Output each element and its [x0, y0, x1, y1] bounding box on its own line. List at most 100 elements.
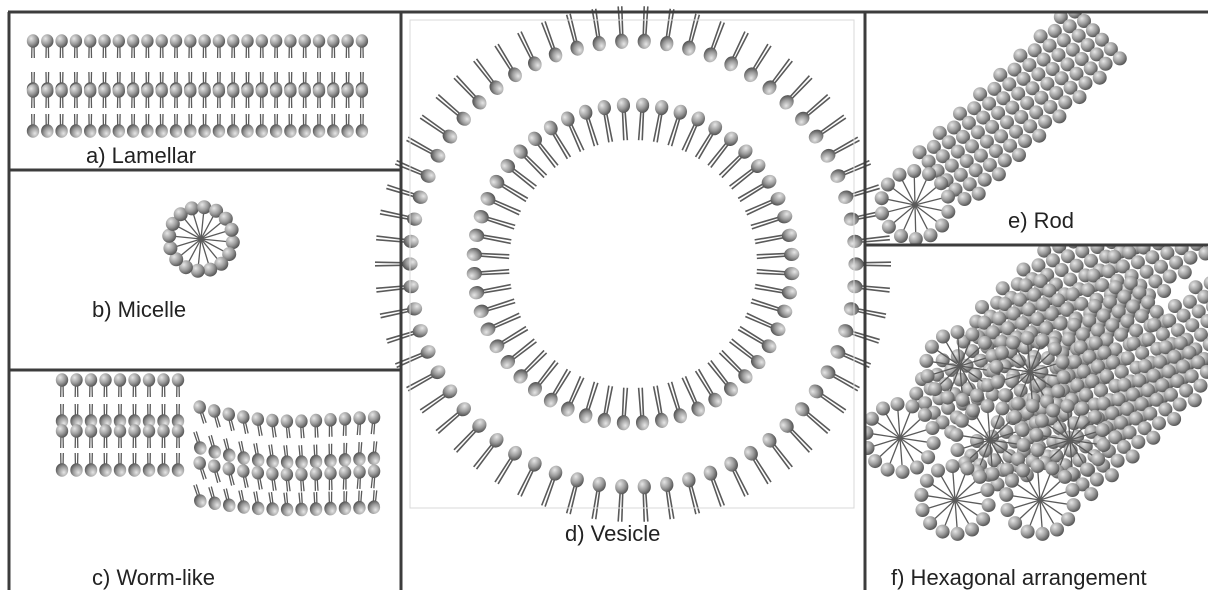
lipid-molecule [299, 114, 311, 138]
lipid-molecule [198, 84, 210, 108]
lipid-molecule [56, 453, 68, 477]
rod-end-head [881, 178, 895, 192]
lipid-molecule [367, 490, 382, 515]
hex-cylinder-head [1178, 265, 1192, 279]
lipid-molecule [55, 114, 67, 138]
lipid-molecule [170, 34, 182, 58]
lipid-molecule [204, 485, 223, 511]
lipid-molecule [172, 424, 184, 448]
lipid-molecule [313, 84, 325, 108]
lipid-molecule [241, 84, 253, 108]
rod-end-head [934, 176, 948, 190]
lipid-molecule [157, 453, 169, 477]
vesicle-inner-lipid [754, 227, 798, 248]
rod-end-head [924, 228, 938, 242]
hex-cylinder-head [1079, 206, 1093, 220]
lipid-molecule [27, 84, 39, 108]
vesicle-outer-lipid [451, 416, 490, 456]
lipid-molecule [55, 84, 67, 108]
lipid-molecule [170, 84, 182, 108]
lipid-molecule [184, 34, 196, 58]
hex-cylinder-end-head [951, 527, 965, 541]
rod-end-head [941, 205, 955, 219]
hex-cylinder-end-head [919, 354, 933, 368]
lipid-molecule [141, 34, 153, 58]
vesicle-outer-lipid [491, 443, 525, 486]
lipid-molecule [41, 34, 53, 58]
vesicle-outer-lipid [417, 382, 460, 417]
rod-tail [915, 205, 916, 233]
vesicle-outer-lipid [722, 29, 753, 73]
hex-cylinder-end-head [951, 443, 965, 457]
hex-cylinder-head [1149, 212, 1163, 226]
vesicle-outer-lipid [537, 464, 564, 509]
lipid-molecule [324, 413, 337, 437]
lipid-molecule [204, 434, 223, 460]
hex-cylinder-end-head [896, 465, 910, 479]
hex-cylinder-end-head [1021, 331, 1035, 345]
lipid-molecule [189, 430, 208, 456]
lipid-molecule [280, 414, 295, 439]
lipid-molecule [279, 492, 294, 517]
hex-cylinder-end-head [981, 399, 995, 413]
lipid-molecule [264, 491, 280, 516]
vesicle-outer-lipid [760, 56, 796, 98]
lipid-molecule [127, 84, 139, 108]
rod-head [1032, 129, 1046, 143]
lipid-molecule [256, 114, 268, 138]
vesicle-outer-lipid [681, 13, 704, 58]
hex-cylinder-end-head [1067, 498, 1081, 512]
vesicle-bilayer-ring [375, 6, 891, 522]
rod-head [978, 173, 992, 187]
lipid-molecule [366, 464, 381, 489]
rod-tail [915, 205, 928, 230]
vesicle-outer-lipid [562, 13, 585, 58]
hex-cylinder-head [1094, 202, 1108, 216]
hex-cylinder-end-head [1035, 333, 1049, 347]
hex-cylinder-head [1090, 473, 1104, 487]
lipid-molecule [213, 34, 225, 58]
hex-cylinder-end-head [1001, 503, 1015, 517]
lipid-molecule [270, 114, 282, 138]
lipid-molecule [85, 373, 97, 397]
hex-cylinder-end-head [936, 525, 950, 539]
rod-head [1018, 134, 1032, 148]
hex-cylinder-end-head [978, 336, 992, 350]
hex-cylinder-end-head [1061, 399, 1075, 413]
vesicle-inner-lipid [649, 99, 670, 143]
vesicle-outer-lipid [792, 399, 833, 437]
lipid-molecule [234, 489, 251, 515]
lipid-molecule [338, 412, 351, 436]
rod-head [1113, 51, 1127, 65]
lipid-molecule [251, 411, 267, 437]
lipid-molecule [284, 114, 296, 138]
lipid-molecule [70, 34, 82, 58]
hexagonal-label: f) Hexagonal arrangement [891, 565, 1147, 591]
vesicle-inner-lipid [616, 97, 632, 140]
lipid-molecule [270, 34, 282, 58]
lipid-molecule [280, 467, 295, 492]
lipid-molecule [249, 442, 265, 468]
vesicle-outer-lipid [404, 363, 448, 395]
hex-cylinder-end-head [982, 498, 996, 512]
lipid-molecule [284, 84, 296, 108]
rod-tail [914, 177, 915, 205]
hex-cylinder-head [1131, 435, 1145, 449]
rod-end-head [893, 168, 907, 182]
rod-head [1093, 71, 1107, 85]
vesicle-outer-lipid [806, 382, 849, 417]
hex-cylinder-end-head [1048, 342, 1062, 356]
lipid-molecule [324, 444, 337, 468]
wormlike-label: c) Worm-like [92, 565, 215, 591]
hex-cylinder-head [1084, 487, 1098, 501]
lipid-molecule [170, 114, 182, 138]
hex-cylinder-end-head [1021, 525, 1035, 539]
micelle-head [162, 229, 176, 243]
hex-cylinder-end-head [876, 402, 890, 416]
vesicle-outer-lipid [562, 471, 585, 516]
hex-cylinder-end-head [910, 461, 924, 475]
lipid-molecule [189, 483, 208, 509]
vesicle-inner-border [410, 20, 854, 508]
lipid-molecule [70, 424, 82, 448]
lipid-molecule [198, 34, 210, 58]
